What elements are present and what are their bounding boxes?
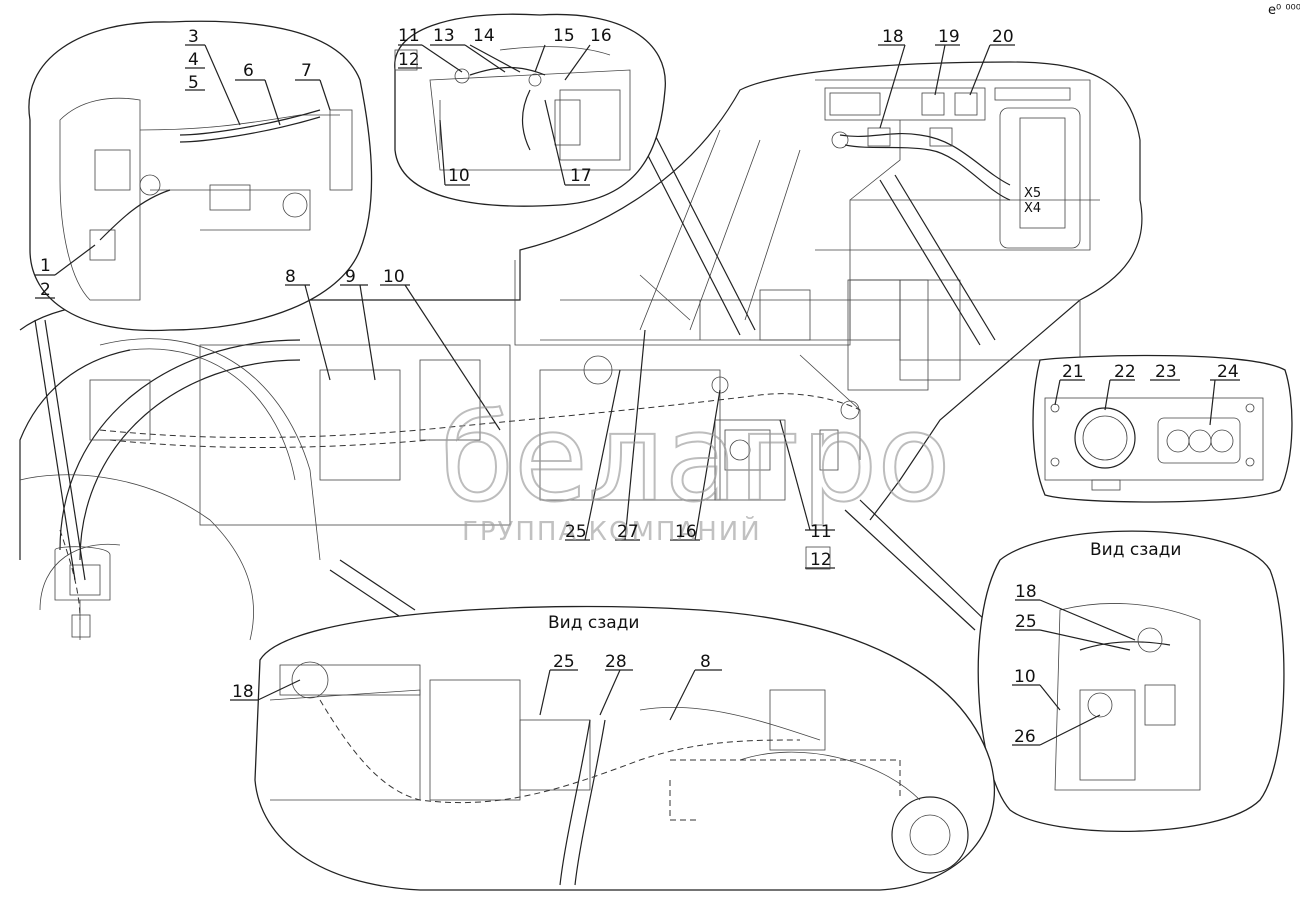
rear-view-bottom	[230, 605, 995, 891]
callout-labels: 1 2 3 4 5 6 7 11 12 13 14 15 16 10 17 18…	[40, 3, 1300, 747]
callout-21: 21	[1062, 362, 1084, 382]
cab-panel-detail	[815, 44, 1091, 251]
callout-2: 2	[40, 280, 51, 300]
callout-4: 4	[188, 50, 199, 70]
callout-11-main: 11	[810, 522, 832, 542]
callout-8: 8	[285, 267, 296, 287]
caption-rear-view-right: Вид сзади	[1090, 540, 1181, 560]
callout-12-main: 12	[810, 550, 832, 570]
callout-13: 13	[433, 26, 455, 46]
callout-3: 3	[188, 27, 199, 47]
callout-8-bottom: 8	[700, 652, 711, 672]
rear-view-right	[977, 530, 1285, 833]
callout-10: 10	[383, 267, 405, 287]
connector-x5: X5	[1024, 186, 1041, 201]
callout-10-rear: 10	[1014, 667, 1036, 687]
callout-18: 18	[882, 27, 904, 47]
watermark-subtitle: ГРУППА КОМПАНИЙ	[462, 515, 762, 547]
callout-16-main: 16	[675, 522, 697, 542]
callout-22: 22	[1114, 362, 1136, 382]
callout-25-bottom: 25	[553, 652, 575, 672]
callout-16: 16	[590, 26, 612, 46]
main-view-leaders	[285, 284, 835, 569]
callout-26: 26	[1014, 727, 1036, 747]
callout-9: 9	[345, 267, 356, 287]
callout-19: 19	[938, 27, 960, 47]
callout-18-rear: 18	[1015, 582, 1037, 602]
callout-18-bottom: 18	[232, 682, 254, 702]
callout-17: 17	[570, 166, 592, 186]
callout-12: 12	[398, 50, 420, 70]
watermark-brand: белагро	[440, 390, 951, 529]
callout-15: 15	[553, 26, 575, 46]
connector-x4: X4	[1024, 201, 1041, 216]
callout-11: 11	[398, 26, 420, 46]
leader-arrows	[34, 134, 996, 631]
caption-rear-view-bottom: Вид сзади	[548, 613, 639, 633]
tractor-body	[19, 61, 1143, 641]
callout-10-detail: 10	[448, 166, 470, 186]
callout-6: 6	[243, 61, 254, 81]
callout-27: 27	[617, 522, 639, 542]
callout-14: 14	[473, 26, 495, 46]
callout-25: 25	[565, 522, 587, 542]
callout-1: 1	[40, 256, 51, 276]
callout-7: 7	[301, 61, 312, 81]
callout-5: 5	[188, 73, 199, 93]
callout-25-rear: 25	[1015, 612, 1037, 632]
corner-mark: e⁰ ⁰⁰⁰	[1268, 3, 1300, 18]
control-panel-detail	[1032, 354, 1293, 503]
watermark: белагро ГРУППА КОМПАНИЙ	[439, 389, 952, 547]
detail-view-top-center	[394, 13, 666, 207]
callout-20: 20	[992, 27, 1014, 47]
callout-24: 24	[1217, 362, 1239, 382]
callout-23: 23	[1155, 362, 1177, 382]
detail-view-top-left	[28, 20, 373, 332]
callout-28: 28	[605, 652, 627, 672]
